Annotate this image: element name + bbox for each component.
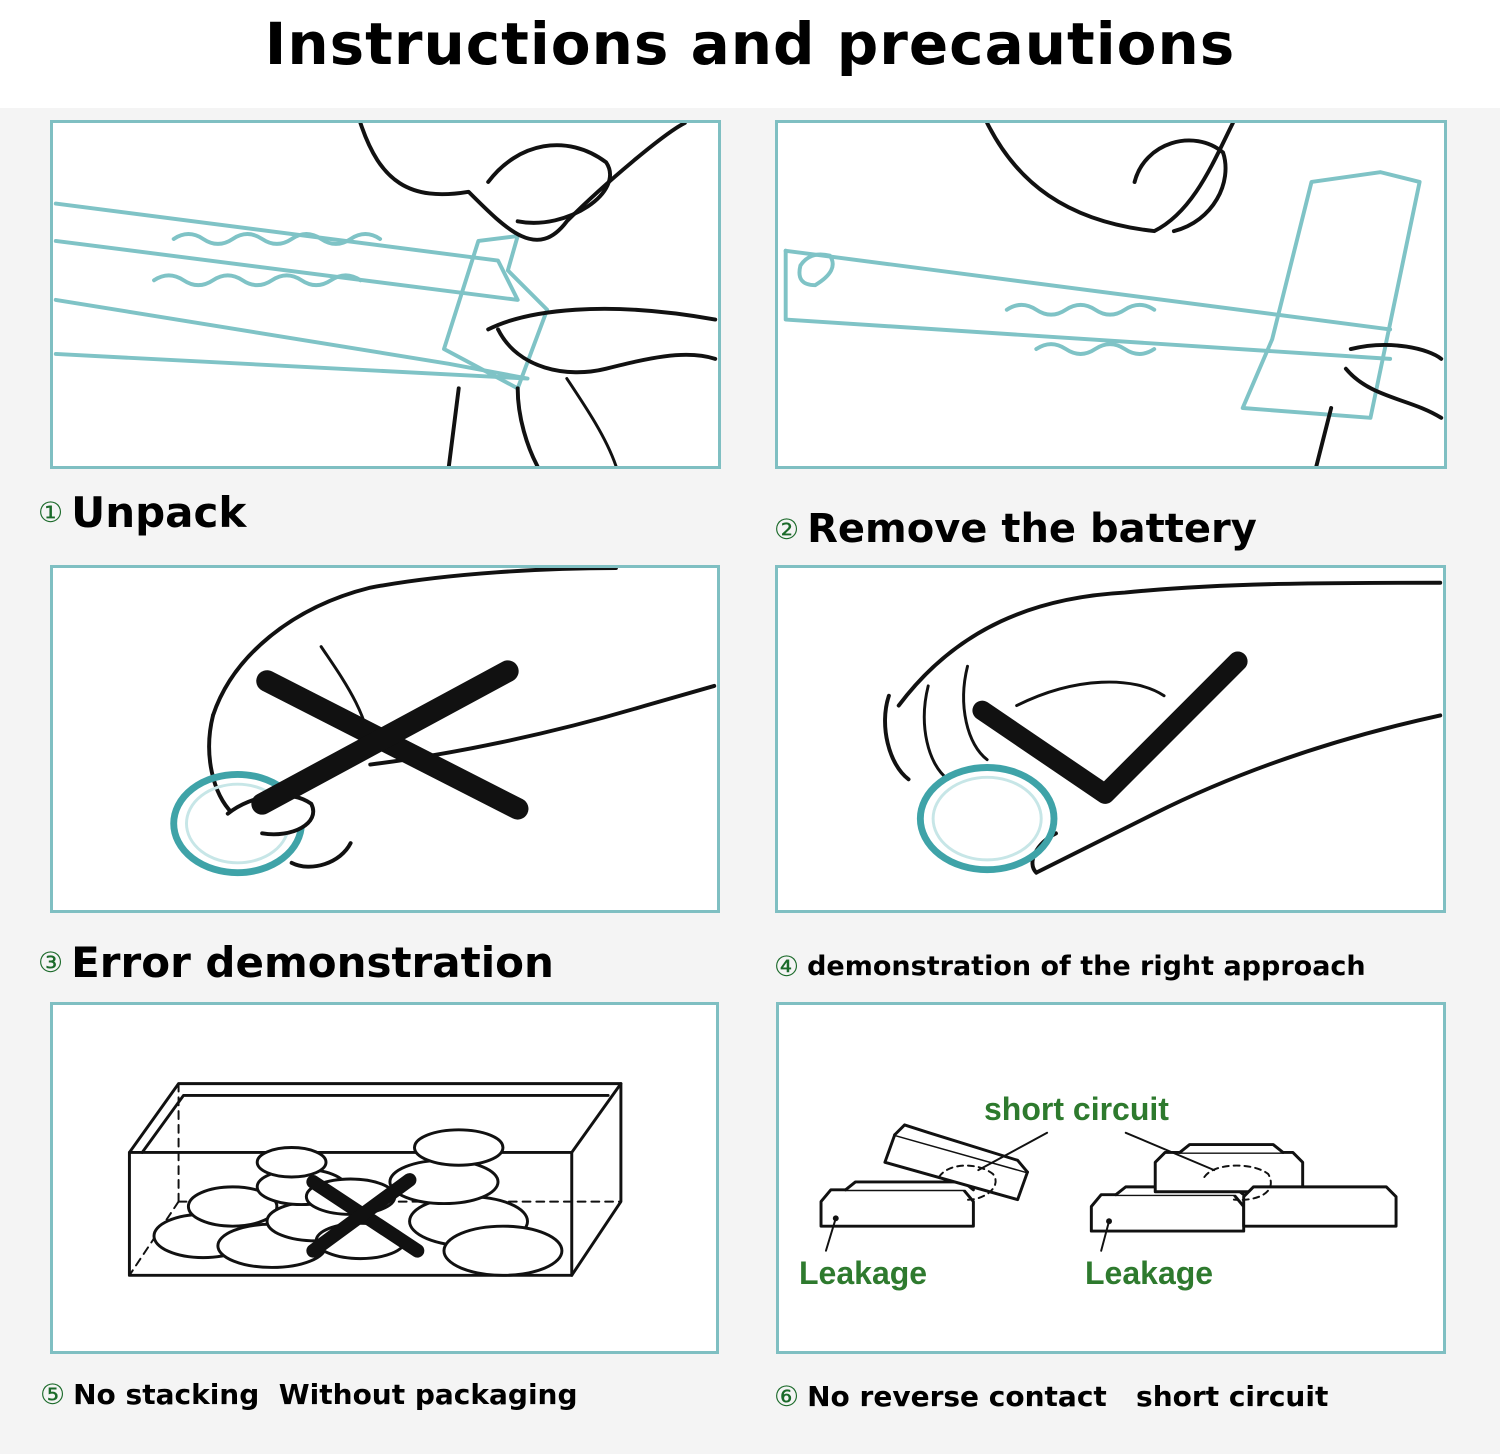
panel-error-demonstration-illustration <box>50 565 720 913</box>
step-label: No reverse contact short circuit <box>807 1380 1329 1413</box>
leakage-label-right: Leakage <box>1085 1255 1214 1291</box>
short-circuit-label: short circuit <box>984 1091 1169 1127</box>
step-label: demonstration of the right approach <box>807 951 1366 982</box>
panel-right-approach-illustration <box>775 565 1446 913</box>
step-label: Error demonstration <box>71 938 554 987</box>
step-label: No stacking Without packaging <box>73 1378 578 1411</box>
page-title: Instructions and precautions <box>264 10 1236 78</box>
x-mark-icon <box>251 660 529 820</box>
step-number: ⑤ <box>40 1378 66 1411</box>
check-mark-icon <box>972 651 1248 804</box>
panel-unpack-illustration <box>50 120 721 469</box>
step-label: Remove the battery <box>807 506 1257 552</box>
step-number: ② <box>774 512 800 546</box>
step-number: ③ <box>38 946 64 979</box>
leakage-label-left: Leakage <box>799 1255 928 1291</box>
step-number: ⑥ <box>774 1380 800 1413</box>
header-band <box>0 0 1500 108</box>
panel-no-reverse-contact-illustration: short circuit Leakage Leakage <box>776 1002 1446 1354</box>
step-number: ① <box>38 496 64 529</box>
panel-remove-battery-illustration <box>775 120 1447 469</box>
x-mark-icon <box>306 1173 425 1258</box>
panel-no-stacking-illustration <box>50 1002 719 1354</box>
step-number: ④ <box>774 950 800 983</box>
step-label: Unpack <box>71 488 247 537</box>
